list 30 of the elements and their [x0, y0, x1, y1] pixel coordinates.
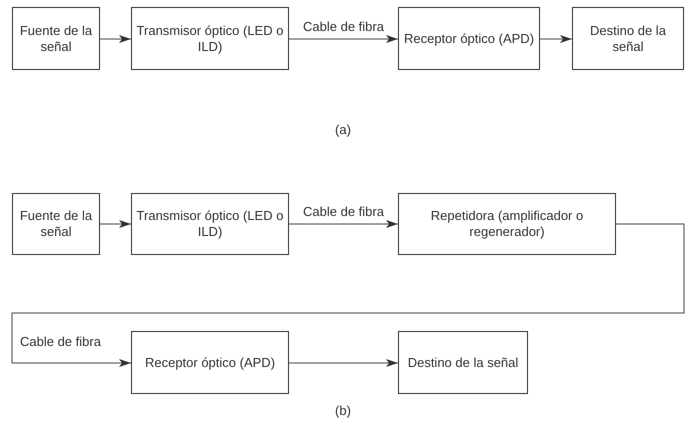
box-label: Repetidora (amplificador o regenerador): [430, 208, 584, 240]
box-label: Transmisor óptico (LED o ILD): [136, 22, 284, 54]
subfigure-label: (a): [335, 122, 351, 137]
process-box: [572, 7, 684, 70]
arrow: [100, 220, 132, 228]
edge-label: Cable de fibra: [303, 19, 384, 34]
box-label: Receptor óptico (APD): [402, 30, 536, 46]
arrow: [100, 35, 132, 43]
process-box: [398, 7, 540, 70]
arrow: [288, 35, 398, 43]
box-label: Receptor óptico (APD): [144, 354, 276, 370]
arrow: [288, 359, 398, 367]
process-box: [12, 7, 100, 70]
process-box: [131, 193, 289, 255]
arrow: [288, 220, 398, 228]
process-box: [12, 193, 100, 255]
edge-label: Cable de fibra: [303, 204, 384, 219]
process-box: [131, 331, 289, 394]
process-box: [398, 331, 528, 394]
box-label: Fuente de la señal: [18, 22, 94, 54]
box-label: Transmisor óptico (LED o ILD): [136, 208, 284, 240]
edge-label: Cable de fibra: [20, 334, 101, 349]
arrow: [12, 224, 684, 367]
subfigure-label: (b): [335, 403, 351, 418]
box-label: Destino de la señal: [406, 354, 520, 370]
arrow: [540, 35, 572, 43]
box-label: Fuente de la señal: [18, 208, 94, 240]
process-box: [131, 7, 289, 70]
process-box: [398, 193, 616, 255]
box-label: Destino de la señal: [589, 22, 667, 54]
